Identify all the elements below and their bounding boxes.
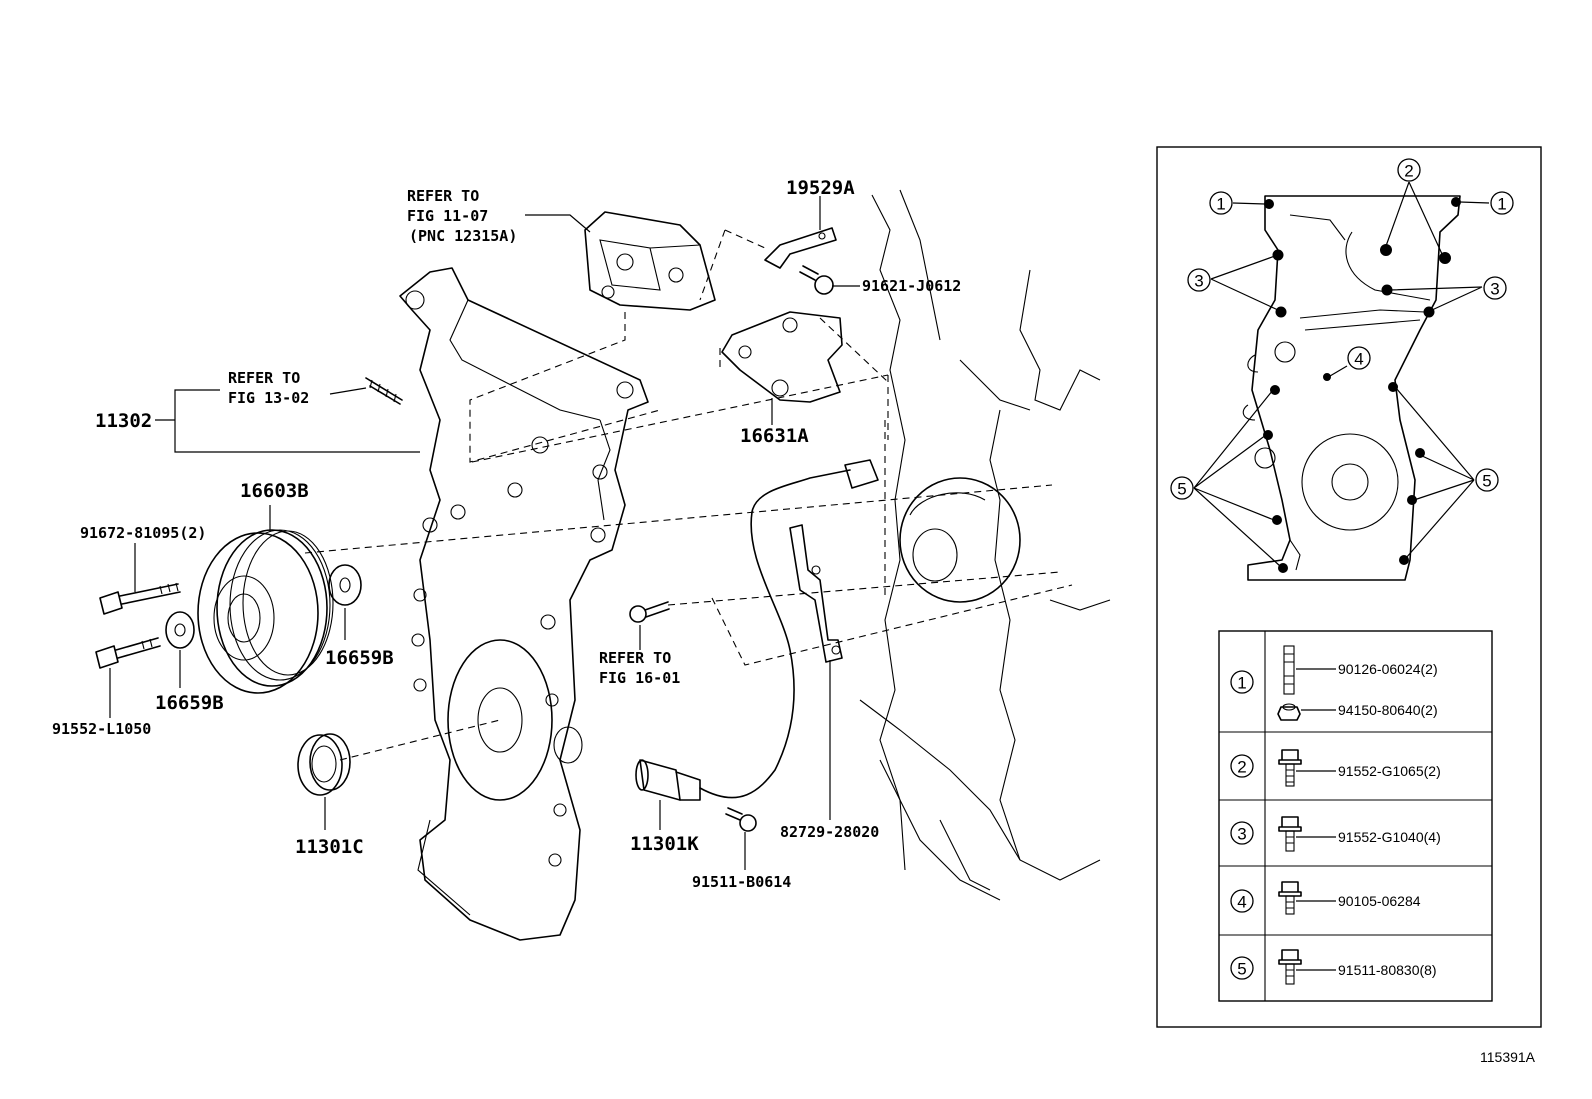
stud-icon: [1283, 645, 1295, 695]
row-3-number: 3: [1237, 825, 1246, 844]
row-4-number: 4: [1237, 893, 1246, 912]
label-16631A[interactable]: 16631A: [740, 425, 809, 447]
flange-bolt-icon: [1278, 949, 1302, 985]
inset-callout-3-left: 3: [1194, 272, 1203, 291]
refer-note-3-line1: REFER TO: [599, 649, 671, 667]
label-91672-81095[interactable]: 91672-81095(2): [80, 524, 206, 542]
label-19529A[interactable]: 19529A: [786, 177, 855, 199]
table-row-3: 3 91552-G1040(4): [1230, 816, 1441, 852]
refer-note-2-line1: REFER TO: [228, 369, 300, 387]
bolt-91621: [799, 265, 834, 295]
row-2-part[interactable]: 91552-G1065(2): [1338, 763, 1441, 779]
row-2-number: 2: [1237, 758, 1246, 777]
pulley-bolt-lower: [95, 637, 161, 669]
label-91621-J0612[interactable]: 91621-J0612: [862, 277, 961, 295]
idler-bracket: [721, 311, 843, 403]
pulley-bolt-upper: [99, 582, 181, 615]
leader-lines: [109, 196, 860, 870]
engine-block-outline: [859, 189, 1111, 901]
row-5-part[interactable]: 91511-80830(8): [1338, 962, 1437, 978]
inset-callout-4: 4: [1354, 350, 1363, 369]
refer-note-3-line2: FIG 16-01: [599, 669, 680, 687]
label-91511-B0614[interactable]: 91511-B0614: [692, 873, 791, 891]
flange-bolt-icon: [1278, 816, 1302, 852]
stud-bolt: [365, 377, 403, 405]
inset-frame: [1156, 146, 1542, 1028]
part-labels: REFER TO FIG 11-07 (PNC 12315A) 19529A 9…: [52, 177, 961, 891]
figure-code: 115391A: [1480, 1049, 1536, 1065]
table-row-4: 4 90105-06284: [1230, 881, 1421, 915]
oil-seal: [297, 733, 351, 796]
label-16659B-lower[interactable]: 16659B: [155, 692, 224, 714]
row-3-part[interactable]: 91552-G1040(4): [1338, 829, 1441, 845]
flange-bolt-icon: [1278, 881, 1302, 915]
inset-callout-5-left: 5: [1177, 480, 1186, 499]
sensor-bracket: [764, 227, 837, 269]
washer-upper: [328, 564, 362, 606]
engine-mount-bracket: [584, 211, 716, 311]
row-5-number: 5: [1237, 960, 1246, 979]
timing-chain-cover: [399, 267, 649, 941]
table-row-5: 5 91511-80830(8): [1230, 949, 1437, 985]
inset-callout-3-right: 3: [1490, 280, 1499, 299]
row-4-part[interactable]: 90105-06284: [1338, 893, 1421, 909]
label-91552-L1050[interactable]: 91552-L1050: [52, 720, 151, 738]
refer-note-2-line2: FIG 13-02: [228, 389, 309, 407]
sensor-clamp: [789, 524, 843, 663]
fastener-table: 1 90126-06024(2) 94150-80640(2) 2: [1218, 630, 1493, 1002]
table-row-1: 1 90126-06024(2) 94150-80640(2): [1230, 645, 1438, 721]
crank-position-sensor: [635, 459, 879, 801]
inset-callout-2: 2: [1404, 162, 1413, 181]
inset-callout-5-right: 5: [1482, 472, 1491, 491]
inset-bolt-positions: [1263, 197, 1461, 573]
refer-note-1-line1: REFER TO: [407, 187, 479, 205]
crankshaft-pulley: [197, 529, 334, 694]
nut-icon: [1277, 703, 1301, 721]
assembly-lines: [304, 229, 1073, 761]
label-11301C[interactable]: 11301C: [295, 836, 364, 858]
flange-bolt-icon: [1278, 749, 1302, 787]
label-16603B[interactable]: 16603B: [240, 480, 309, 502]
label-82729-28020[interactable]: 82729-28020: [780, 823, 879, 841]
row-1-part-a[interactable]: 90126-06024(2): [1338, 661, 1438, 677]
inset-callout-1-left: 1: [1216, 195, 1225, 214]
label-11301K[interactable]: 11301K: [630, 833, 699, 855]
washer-lower: [165, 611, 195, 649]
bolt-refer-16-01: [629, 601, 670, 623]
bolt-91511-B0614: [725, 807, 757, 832]
label-11302[interactable]: 11302: [95, 410, 152, 432]
inset-panel: 1 1 2 3 3 4 5 5: [1156, 146, 1542, 1028]
table-row-2: 2 91552-G1065(2): [1230, 749, 1441, 787]
refer-note-1-line2: FIG 11-07: [407, 207, 488, 225]
row-1-number: 1: [1237, 674, 1246, 693]
inset-callout-1-right: 1: [1497, 195, 1506, 214]
refer-note-1-line3: (PNC 12315A): [409, 227, 517, 245]
row-1-part-b[interactable]: 94150-80640(2): [1338, 702, 1438, 718]
label-16659B-upper[interactable]: 16659B: [325, 647, 394, 669]
